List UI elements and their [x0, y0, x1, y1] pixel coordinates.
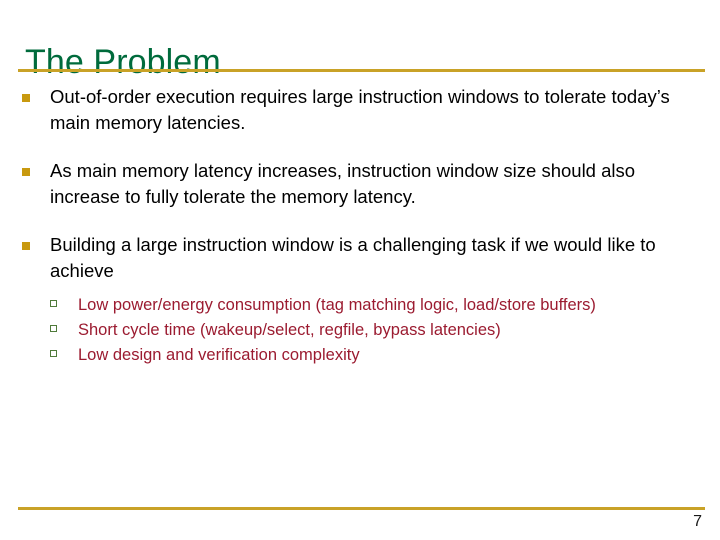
- bullet-item: Building a large instruction window is a…: [0, 232, 720, 367]
- filled-square-bullet-icon: [22, 242, 30, 250]
- sub-bullet-text: Short cycle time (wakeup/select, regfile…: [78, 321, 501, 339]
- sub-bullet-text: Low design and verification complexity: [78, 346, 360, 364]
- page-number: 7: [693, 513, 702, 530]
- sub-bullet-list: Low power/energy consumption (tag matchi…: [50, 294, 720, 367]
- bullet-text: Building a large instruction window is a…: [50, 234, 656, 281]
- sub-bullet-text: Low power/energy consumption (tag matchi…: [78, 296, 596, 314]
- sub-bullet-item: Low design and verification complexity: [50, 344, 720, 367]
- hollow-square-bullet-icon: [50, 325, 57, 332]
- bullet-text: Out-of-order execution requires large in…: [50, 86, 670, 133]
- hollow-square-bullet-icon: [50, 350, 57, 357]
- footer-divider-rule: [18, 507, 705, 510]
- filled-square-bullet-icon: [22, 94, 30, 102]
- sub-bullet-item: Short cycle time (wakeup/select, regfile…: [50, 319, 720, 342]
- filled-square-bullet-icon: [22, 168, 30, 176]
- hollow-square-bullet-icon: [50, 300, 57, 307]
- page-title: The Problem: [25, 42, 221, 81]
- slide-body: Out-of-order execution requires large in…: [0, 84, 720, 369]
- title-divider-rule: [18, 69, 705, 72]
- bullet-item: Out-of-order execution requires large in…: [0, 84, 720, 136]
- sub-bullet-item: Low power/energy consumption (tag matchi…: [50, 294, 720, 317]
- bullet-text: As main memory latency increases, instru…: [50, 160, 636, 207]
- bullet-item: As main memory latency increases, instru…: [0, 158, 720, 210]
